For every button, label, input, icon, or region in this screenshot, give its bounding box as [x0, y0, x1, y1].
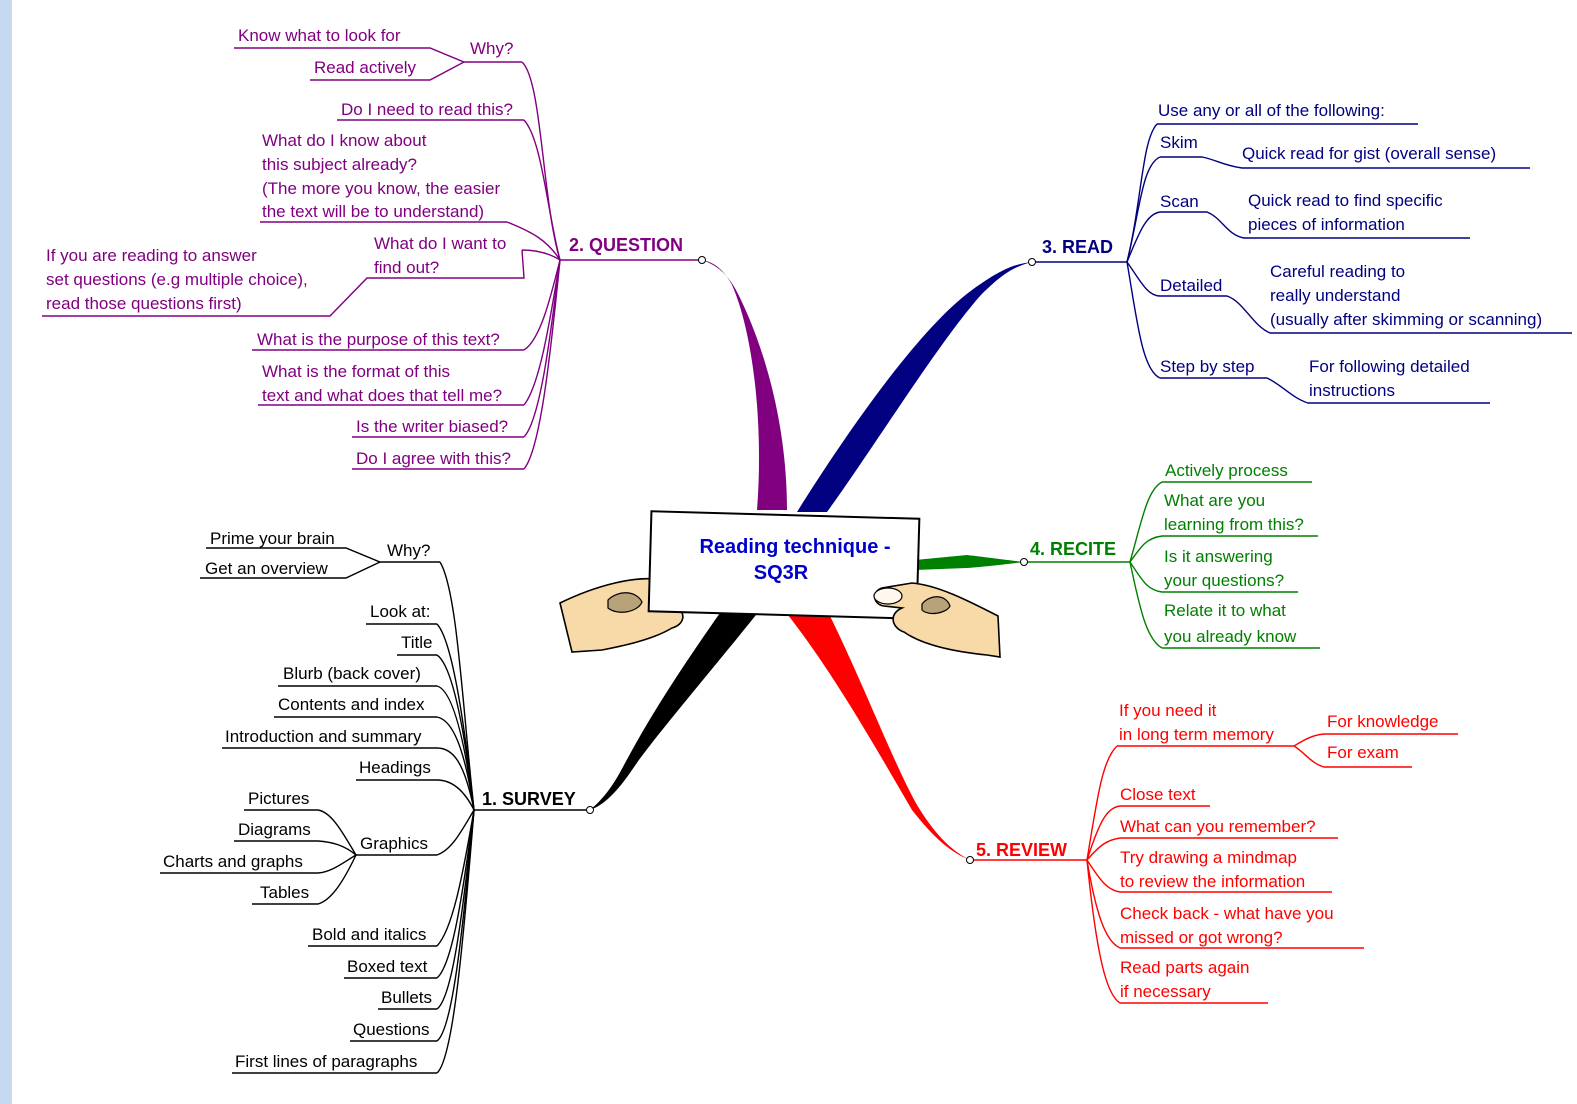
right-hand-icon: [873, 582, 1001, 658]
read-scan: Scan: [1160, 192, 1199, 211]
question-branch-label: 2. QUESTION: [569, 235, 683, 255]
question-branch-ribbon: [702, 260, 787, 510]
question-biased: Is the writer biased?: [356, 417, 508, 436]
title-card: [647, 510, 921, 620]
review-branch-ribbon: [784, 610, 970, 860]
question-know-line1: What do I know about: [262, 131, 427, 150]
center-title-line2: SQ3R: [754, 562, 809, 584]
center-title-line1: Reading technique -: [699, 536, 890, 558]
read-detailed: Detailed: [1160, 276, 1222, 295]
recite-branch-label: 4. RECITE: [1030, 539, 1116, 559]
question-find-line2: find out?: [374, 258, 439, 277]
review-item-2: What can you remember?: [1120, 817, 1316, 836]
review-branch: [970, 733, 1458, 1004]
survey-item-headings: Headings: [359, 758, 431, 777]
review-memory-line1: If you need it: [1119, 701, 1217, 720]
survey-more-boxed: Boxed text: [347, 957, 428, 976]
survey-more-questions: Questions: [353, 1020, 430, 1039]
survey-branch: [160, 547, 590, 1074]
question-find-detail-line1: If you are reading to answer: [46, 246, 257, 265]
question-know-line2: this subject already?: [262, 155, 417, 174]
question-why-item-2: Read actively: [314, 58, 417, 77]
question-why-item-1: Know what to look for: [238, 26, 401, 45]
survey-graphics-tables: Tables: [260, 883, 309, 902]
recite-item-3-line2: your questions?: [1164, 571, 1284, 590]
question-find-detail-line3: read those questions first): [46, 294, 242, 313]
question-find-detail-line2: set questions (e.g multiple choice),: [46, 270, 308, 289]
question-purpose: What is the purpose of this text?: [257, 330, 500, 349]
review-item-4-line1: Check back - what have you: [1120, 904, 1334, 923]
survey-why-item-1: Prime your brain: [210, 529, 335, 548]
survey-more-first-lines: First lines of paragraphs: [235, 1052, 417, 1071]
read-step-detail-line1: For following detailed: [1309, 357, 1470, 376]
question-need: Do I need to read this?: [341, 100, 513, 119]
survey-graphics-pictures: Pictures: [248, 789, 309, 808]
read-intro: Use any or all of the following:: [1158, 101, 1385, 120]
read-skim: Skim: [1160, 133, 1198, 152]
recite-item-4-line2: you already know: [1164, 627, 1297, 646]
review-item-3-line2: to review the information: [1120, 872, 1305, 891]
survey-branch-ribbon: [590, 610, 760, 810]
survey-item-title: Title: [401, 633, 433, 652]
review-item-1: Close text: [1120, 785, 1196, 804]
read-scan-detail-line2: pieces of information: [1248, 215, 1405, 234]
read-detailed-detail-line1: Careful reading to: [1270, 262, 1405, 281]
review-item-5-line2: if necessary: [1120, 982, 1211, 1001]
central-node: Reading technique - SQ3R: [559, 510, 1001, 658]
review-memory-line2: in long term memory: [1119, 725, 1274, 744]
read-branch-ribbon: [797, 262, 1032, 512]
survey-why-label: Why?: [387, 541, 430, 560]
question-know-line4: the text will be to understand): [262, 202, 484, 221]
question-format-line1: What is the format of this: [262, 362, 450, 381]
survey-graphics-charts: Charts and graphs: [163, 852, 303, 871]
review-branch-label: 5. REVIEW: [976, 840, 1067, 860]
read-skim-detail: Quick read for gist (overall sense): [1242, 144, 1496, 163]
survey-more-bullets: Bullets: [381, 988, 432, 1007]
survey-more-bold: Bold and italics: [312, 925, 426, 944]
read-detailed-detail-line3: (usually after skimming or scanning): [1270, 310, 1542, 329]
review-item-5-line1: Read parts again: [1120, 958, 1249, 977]
question-find-line1: What do I want to: [374, 234, 506, 253]
recite-branch: [1024, 481, 1320, 649]
recite-item-3-line1: Is it answering: [1164, 547, 1273, 566]
recite-branch-ribbon: [915, 555, 1024, 570]
read-step-detail-line2: instructions: [1309, 381, 1395, 400]
read-detailed-detail-line2: really understand: [1270, 286, 1400, 305]
question-why-label: Why?: [470, 39, 513, 58]
survey-item-contents: Contents and index: [278, 695, 425, 714]
survey-branch-label: 1. SURVEY: [482, 789, 576, 809]
read-scan-detail-line1: Quick read to find specific: [1248, 191, 1443, 210]
question-know-line3: (The more you know, the easier: [262, 179, 500, 198]
review-item-3-line1: Try drawing a mindmap: [1120, 848, 1297, 867]
recite-item-1: Actively process: [1165, 461, 1288, 480]
sq3r-mindmap: Reading technique - SQ3R 2. QUESTION Why…: [42, 26, 1572, 1074]
survey-item-blurb: Blurb (back cover): [283, 664, 421, 683]
recite-item-4-line1: Relate it to what: [1164, 601, 1286, 620]
review-memory-item-2: For exam: [1327, 743, 1399, 762]
review-memory-item-1: For knowledge: [1327, 712, 1439, 731]
survey-graphics-diagrams: Diagrams: [238, 820, 311, 839]
read-branch-label: 3. READ: [1042, 237, 1113, 257]
survey-graphics-label: Graphics: [360, 834, 428, 853]
survey-item-introduction: Introduction and summary: [225, 727, 422, 746]
survey-look-at: Look at:: [370, 602, 431, 621]
read-step: Step by step: [1160, 357, 1255, 376]
recite-item-2-line1: What are you: [1164, 491, 1265, 510]
mindmap-canvas: Reading technique - SQ3R 2. QUESTION Why…: [12, 0, 1577, 1104]
survey-why-item-2: Get an overview: [205, 559, 329, 578]
review-item-4-line2: missed or got wrong?: [1120, 928, 1283, 947]
question-branch: [42, 47, 702, 470]
question-agree: Do I agree with this?: [356, 449, 511, 468]
recite-item-2-line2: learning from this?: [1164, 515, 1304, 534]
read-branch: [1032, 123, 1572, 404]
question-format-line2: text and what does that tell me?: [262, 386, 502, 405]
